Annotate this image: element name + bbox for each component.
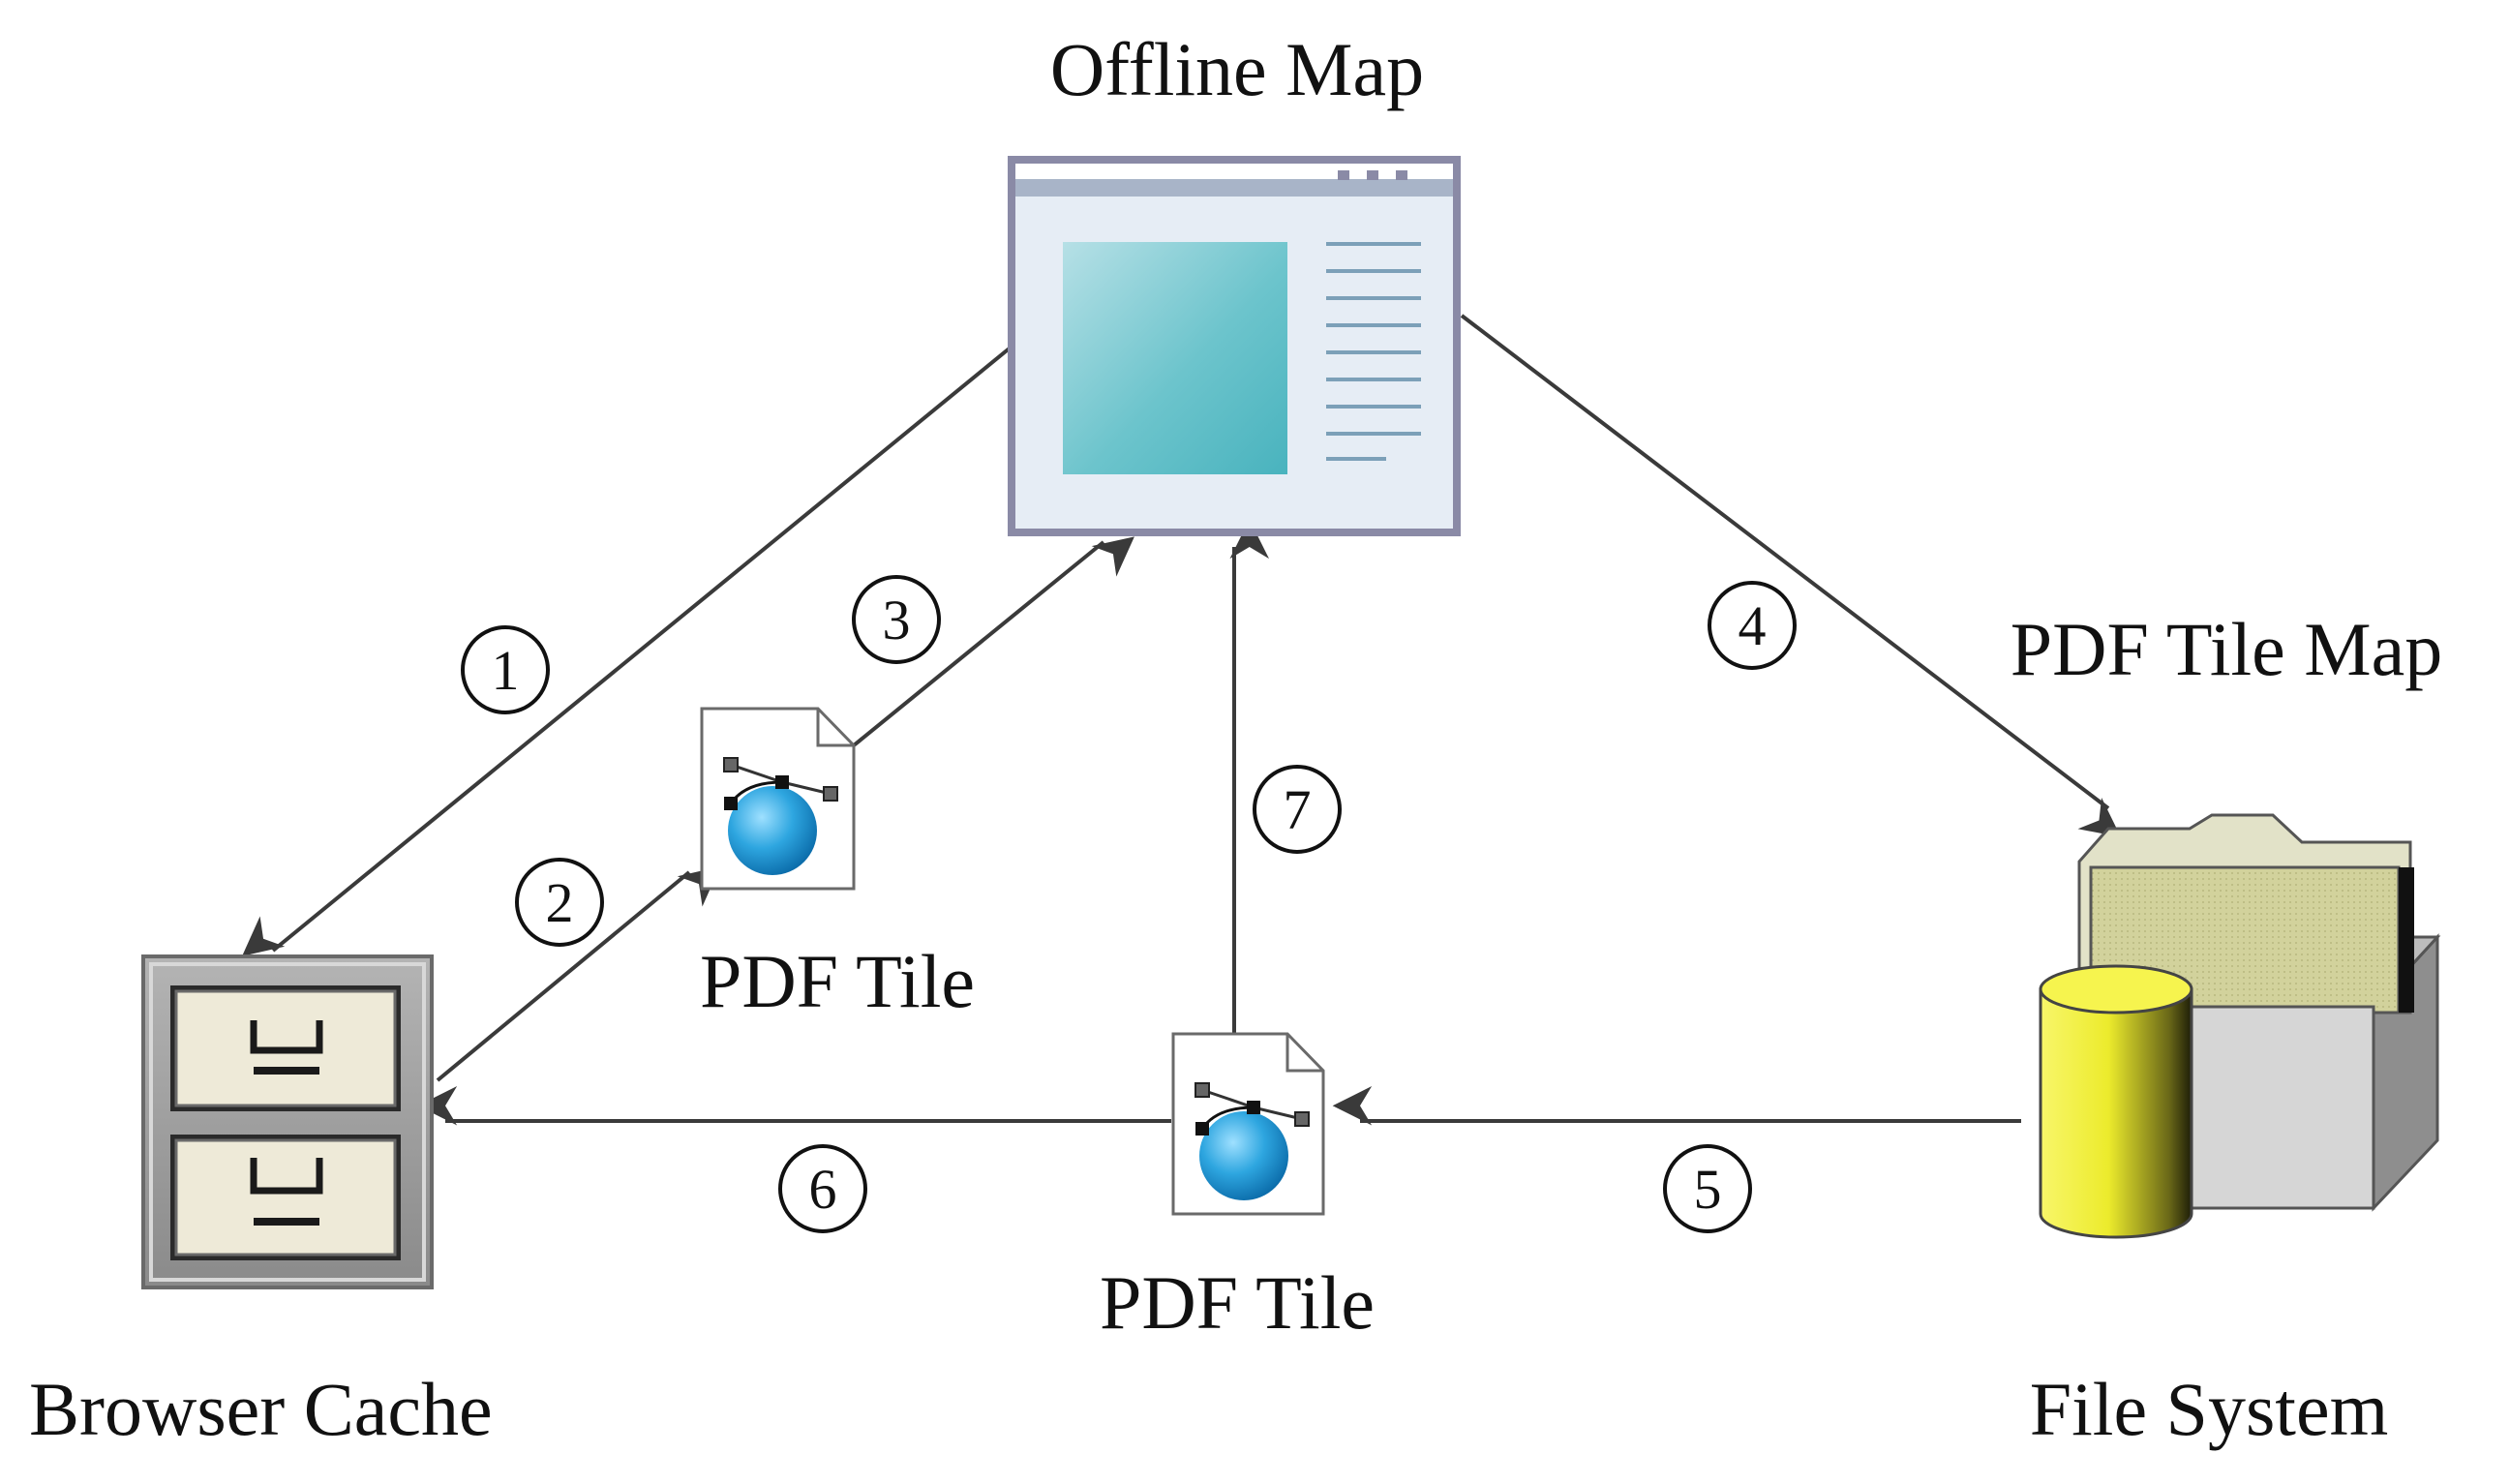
file-system-label: File System: [2030, 1367, 2389, 1451]
step-number-3: 3: [883, 589, 911, 651]
arrow-step-3: [852, 536, 1134, 747]
step-marker-2: 2: [515, 858, 604, 947]
pdf-tile-map-label: PDF Tile Map: [2011, 607, 2443, 691]
step-marker-1: 1: [461, 625, 550, 714]
pdf-tile-upper-label: PDF Tile: [700, 939, 975, 1023]
step-number-1: 1: [492, 639, 520, 702]
file-cabinet-icon: [141, 954, 434, 1289]
browser-cache-label: Browser Cache: [29, 1367, 493, 1451]
vector-document-icon: [1171, 1032, 1325, 1216]
step-number-2: 2: [546, 871, 574, 934]
step-marker-6: 6: [778, 1144, 867, 1233]
cabinet-drawer-bottom: [170, 1135, 401, 1260]
pdf-tile-lower-label: PDF Tile: [1100, 1260, 1375, 1345]
arrow-step-2: [436, 866, 720, 1082]
offline-map-label: Offline Map: [1050, 27, 1424, 111]
arrow-step-4: [1460, 314, 2122, 837]
step-number-4: 4: [1739, 594, 1767, 657]
step-marker-4: 4: [1708, 581, 1797, 670]
arrow-step-1: [242, 345, 1013, 956]
step-marker-5: 5: [1663, 1144, 1752, 1233]
flow-arrows: [242, 314, 2122, 1126]
application-window-icon: [1008, 156, 1461, 536]
step-number-6: 6: [809, 1158, 837, 1221]
step-marker-7: 7: [1253, 765, 1342, 854]
step-marker-3: 3: [852, 575, 941, 664]
database-folder-icon: [2039, 813, 2441, 1239]
cabinet-drawer-top: [170, 985, 401, 1111]
step-number-5: 5: [1694, 1158, 1722, 1221]
step-number-7: 7: [1284, 778, 1312, 841]
vector-document-icon: [700, 707, 856, 891]
